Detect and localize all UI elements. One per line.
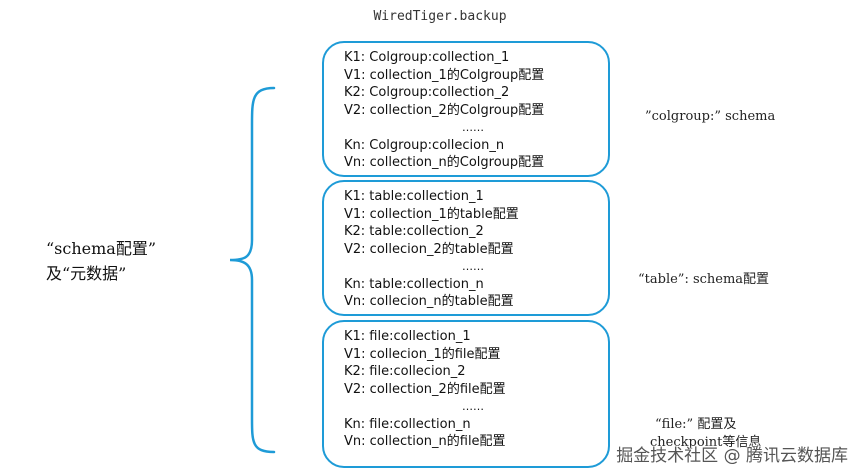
left-label: “schema配置” 及“元数据” [46, 236, 156, 286]
file-box: K1: file:collection_1 V1: collecion_1的fi… [322, 320, 610, 468]
left-label-line1: “schema配置” [46, 239, 157, 258]
file-line-v1: V1: collecion_1的file配置 [344, 346, 501, 362]
table-side-label: “table”: schema配置 [638, 272, 770, 287]
diagram-title: WiredTiger.backup [373, 9, 507, 24]
curly-brace [229, 86, 276, 454]
table-line-k1: K1: table:collection_1 [344, 189, 484, 204]
file-side-label: “file:” 配置及 [655, 417, 737, 432]
file-line-k1: K1: file:collection_1 [344, 329, 471, 344]
left-label-line2: 及“元数据” [46, 264, 127, 283]
brace-path [229, 86, 276, 454]
table-box: K1: table:collection_1 V1: collection_1的… [322, 180, 610, 316]
colgroup-line-k2: K2: Colgroup:collection_2 [344, 85, 510, 100]
file-line-k2: K2: file:collecion_2 [344, 364, 466, 379]
table-line-ellipsis: …… [462, 260, 484, 273]
table-line-v1: V1: collection_1的table配置 [344, 206, 519, 222]
file-line-kn: Kn: file:collection_n [344, 416, 471, 432]
file-line-ellipsis: …… [462, 400, 484, 413]
colgroup-box: K1: Colgroup:collection_1 V1: collection… [322, 41, 610, 177]
colgroup-line-v2: V2: collection_2的Colgroup配置 [344, 102, 545, 118]
watermark: 掘金技术社区 @ 腾讯云数据库 [616, 446, 848, 466]
table-line-v2: V2: collecion_2的table配置 [344, 241, 514, 257]
table-line-vn: Vn: collecion_n的table配置 [344, 294, 514, 309]
colgroup-line-ellipsis: …… [462, 121, 484, 134]
file-line-vn: Vn: collection_n的file配置 [344, 434, 506, 449]
file-side-label-cut: checkpoint等信息 [650, 435, 762, 450]
colgroup-line-v1: V1: collection_1的Colgroup配置 [344, 67, 545, 83]
colgroup-side-label: ”colgroup:” schema [645, 109, 776, 124]
colgroup-line-vn: Vn: collection_n的Colgroup配置 [344, 155, 545, 170]
table-line-k2: K2: table:collection_2 [344, 224, 484, 239]
table-line-kn: Kn: table:collection_n [344, 276, 484, 292]
colgroup-line-k1: K1: Colgroup:collection_1 [344, 50, 510, 65]
colgroup-line-kn: Kn: Colgroup:collecion_n [344, 137, 505, 153]
file-line-v2: V2: collection_2的file配置 [344, 381, 506, 397]
